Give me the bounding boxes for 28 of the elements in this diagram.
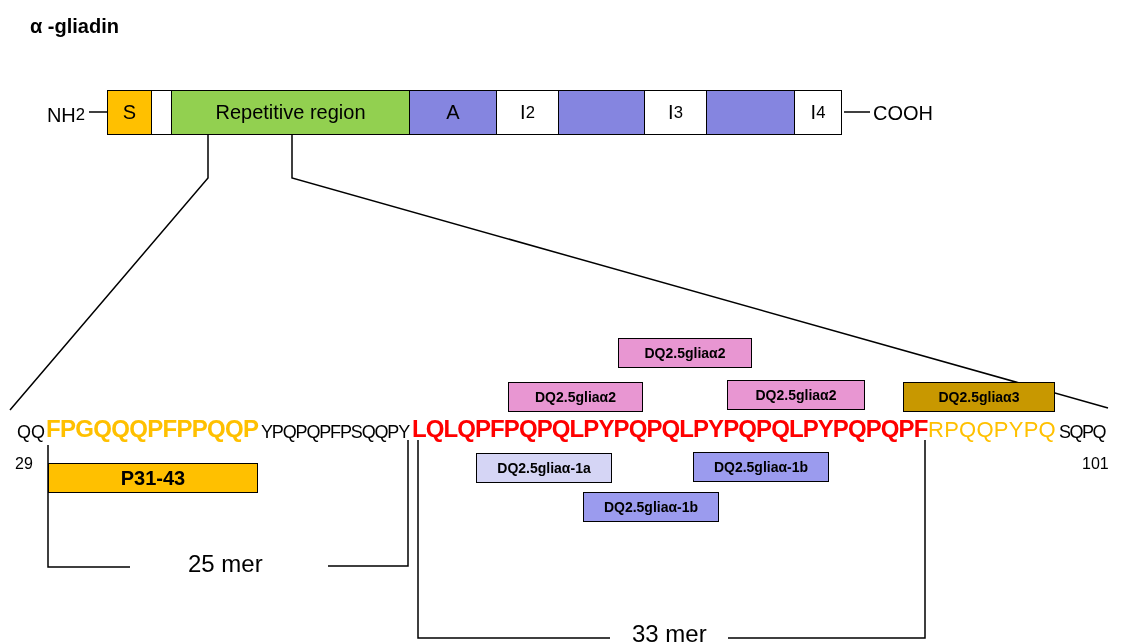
domain-segment: [152, 90, 172, 135]
connector-line: [88, 111, 108, 113]
connector-line: [843, 111, 871, 113]
epitope-box: DQ2.5gliaα3: [903, 382, 1055, 412]
epitope-box: DQ2.5gliaα-1b: [583, 492, 719, 522]
length-label: 33 mer: [632, 622, 707, 643]
peptide-box: P31-43: [48, 463, 258, 493]
epitope-box: DQ2.5gliaα-1a: [476, 453, 612, 483]
domain-segment: [559, 90, 645, 135]
domain-segment: [707, 90, 795, 135]
sequence-text: YPQPQPFPSQQPY: [261, 423, 410, 441]
residue-number: 101: [1082, 456, 1109, 472]
sequence-text: LQLQPFPQPQLPYPQPQLPYPQPQLPYPQPQPF: [412, 417, 928, 441]
domain-segment: Repetitive region: [172, 90, 410, 135]
terminal-label: COOH: [870, 98, 936, 128]
epitope-box: DQ2.5gliaα-1b: [693, 452, 829, 482]
domain-segment: A: [410, 90, 497, 135]
sequence-text: FPGQQQPFPPQQP: [46, 417, 259, 441]
residue-number: 29: [15, 456, 33, 472]
domain-segment: S: [107, 90, 152, 135]
sequence-text: RPQQPYPQ: [928, 419, 1056, 441]
epitope-box: DQ2.5gliaα2: [508, 382, 643, 412]
epitope-box: DQ2.5gliaα2: [727, 380, 865, 410]
epitope-box: DQ2.5gliaα2: [618, 338, 752, 368]
sequence-text: QQ: [17, 423, 45, 441]
sequence-text: SQPQ: [1059, 423, 1105, 441]
title: α -gliadin: [30, 16, 119, 36]
length-label: 25 mer: [188, 552, 263, 576]
